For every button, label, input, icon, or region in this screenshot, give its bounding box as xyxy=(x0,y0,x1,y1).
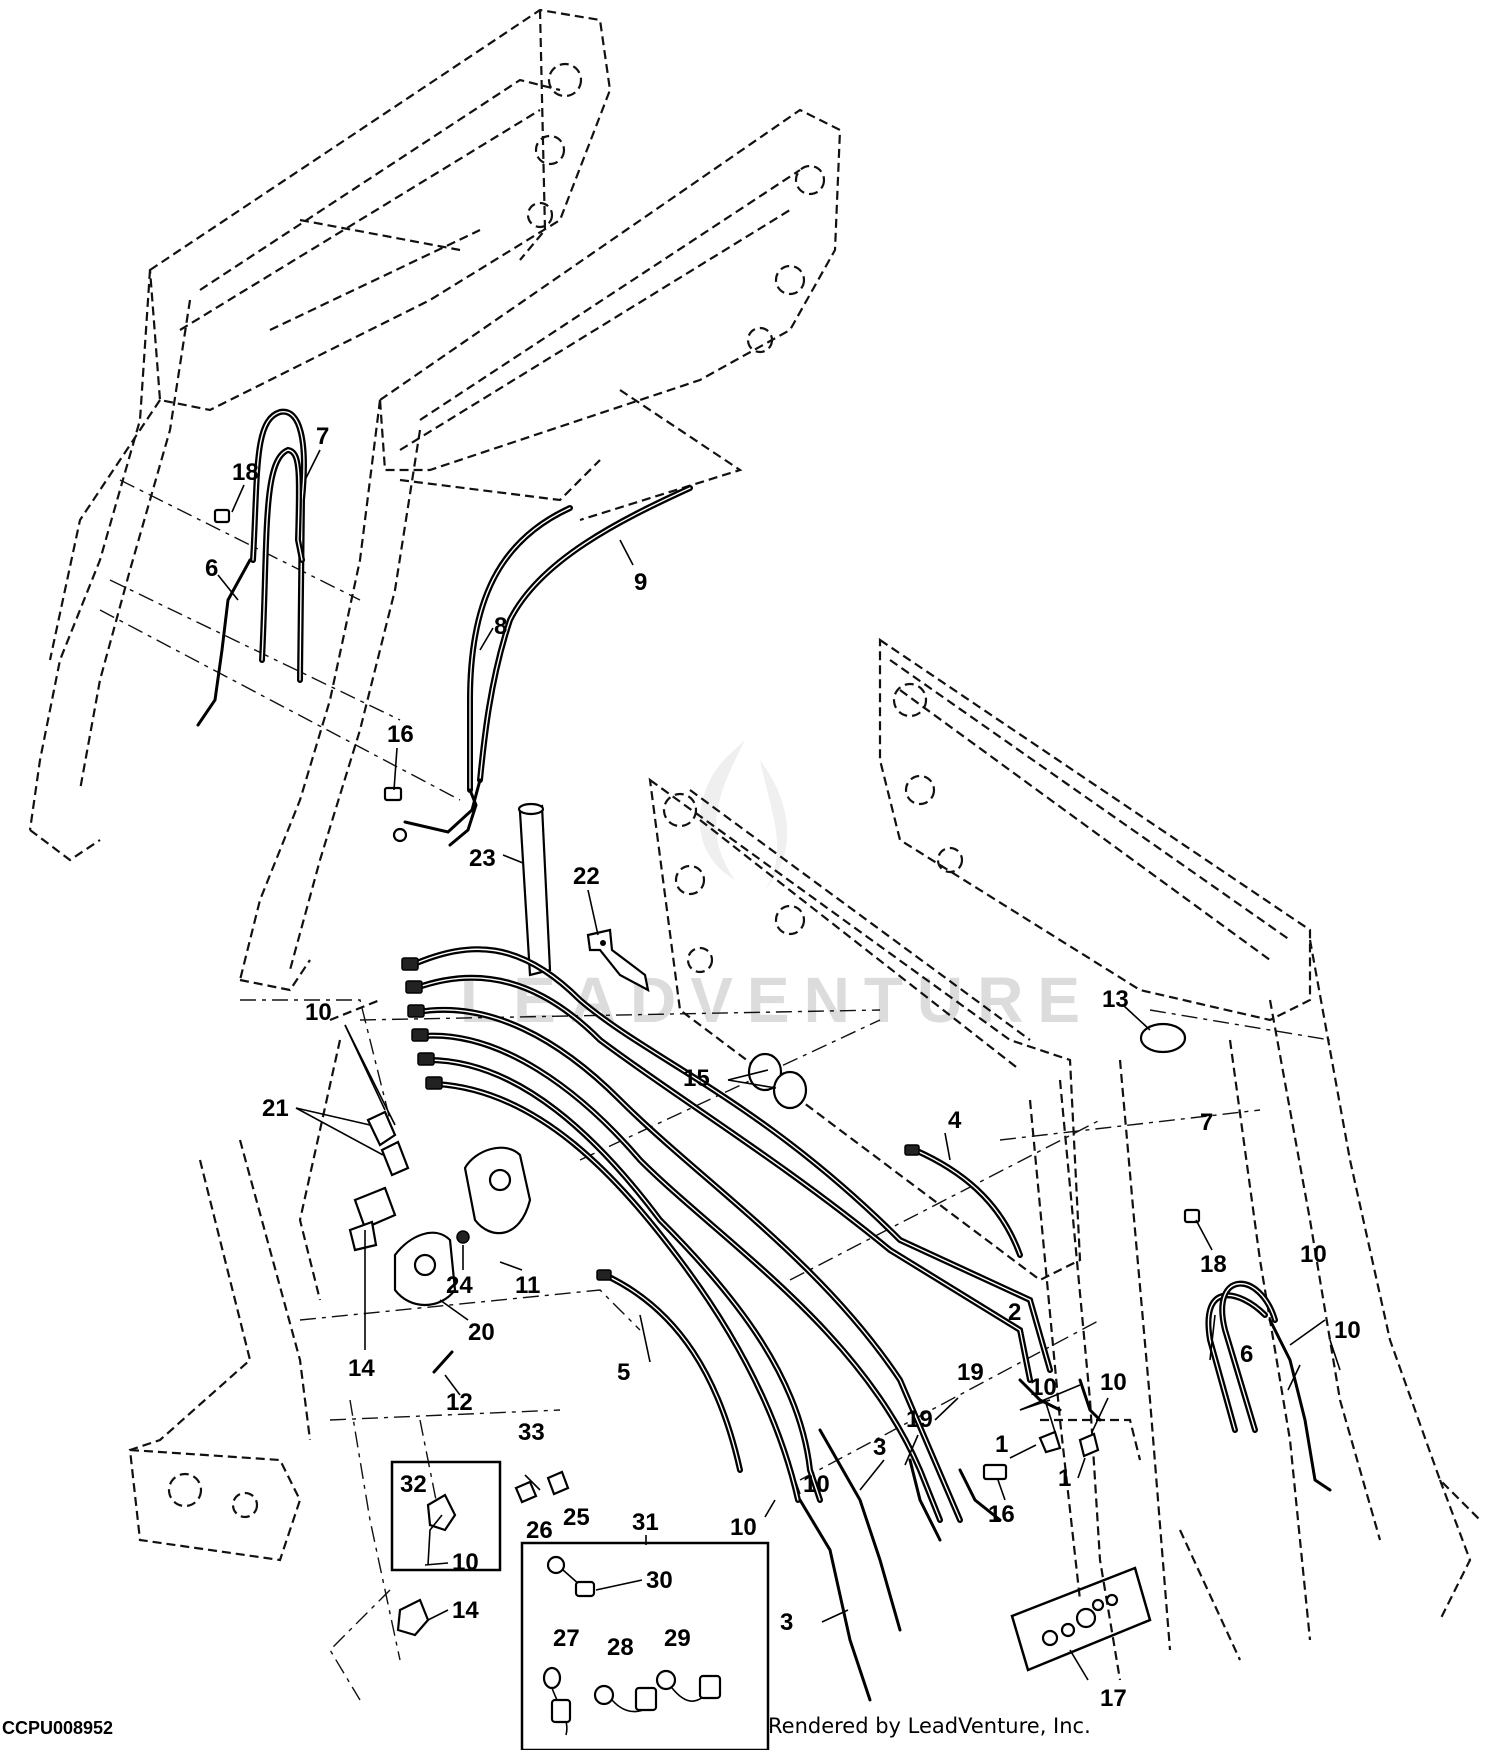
callout-23: 23 xyxy=(469,845,496,872)
callout-10-d: 10 xyxy=(1030,1374,1057,1401)
callout-17: 17 xyxy=(1100,1685,1127,1712)
callout-16-upper: 16 xyxy=(387,721,414,748)
hose-bundle xyxy=(409,946,1053,1523)
hose-7-upper xyxy=(250,408,307,683)
tube-6-upper xyxy=(196,558,252,727)
callout-10-h: 10 xyxy=(452,1549,479,1576)
callout-22: 22 xyxy=(573,863,600,890)
callout-labels: 7 18 6 8 9 16 23 22 10 21 13 15 4 24 11 … xyxy=(205,423,1361,1712)
reference-lines xyxy=(99,479,1331,1701)
hose-7-lower xyxy=(1205,1280,1332,1492)
callout-5: 5 xyxy=(617,1359,630,1386)
callout-33: 33 xyxy=(518,1419,545,1446)
valve-14-upper xyxy=(348,1186,397,1252)
callout-11: 11 xyxy=(515,1272,540,1299)
fitting-18-upper xyxy=(213,508,231,524)
callout-24: 24 xyxy=(446,1272,473,1299)
tube-3 xyxy=(798,1428,902,1702)
dust-caps xyxy=(542,1555,722,1736)
callout-1-b: 1 xyxy=(1058,1465,1071,1492)
callout-12: 12 xyxy=(446,1389,473,1416)
fitting-16-lower xyxy=(982,1463,1008,1481)
callout-13: 13 xyxy=(1102,986,1129,1013)
callout-29: 29 xyxy=(664,1625,691,1652)
fitting-24 xyxy=(456,1230,470,1244)
loader-frame-lower-right xyxy=(878,637,1481,1661)
callout-6-upper: 6 xyxy=(205,555,218,582)
leader-lines xyxy=(217,449,1341,1681)
callout-18-upper: 18 xyxy=(232,459,259,486)
callout-15: 15 xyxy=(683,1065,710,1092)
fitting-18-lower xyxy=(1183,1208,1201,1224)
hose-9 xyxy=(403,485,693,834)
tube-19 xyxy=(908,1458,1002,1542)
hose-8 xyxy=(448,505,573,847)
callout-3-a: 3 xyxy=(873,1434,886,1461)
fitting-32 xyxy=(426,1493,457,1532)
loader-frame-upper-left xyxy=(28,8,612,862)
pin-12 xyxy=(432,1350,454,1374)
callout-14-lower: 14 xyxy=(452,1597,479,1624)
loader-frame-lower-left xyxy=(128,998,381,1562)
callout-19-b: 19 xyxy=(906,1406,933,1433)
callout-10-e: 10 xyxy=(1100,1369,1127,1396)
valve-14-lower xyxy=(396,1598,430,1637)
bundle-end-fittings xyxy=(401,957,443,1090)
callout-32: 32 xyxy=(400,1471,427,1498)
callout-2: 2 xyxy=(1008,1299,1021,1326)
callout-3-b: 3 xyxy=(780,1609,793,1636)
callout-6-lower: 6 xyxy=(1240,1341,1253,1368)
callout-10-b: 10 xyxy=(1300,1241,1327,1268)
render-credit: Rendered by LeadVenture, Inc. xyxy=(768,1714,1091,1738)
callout-27: 27 xyxy=(553,1625,580,1652)
callout-4: 4 xyxy=(948,1107,962,1134)
callout-20: 20 xyxy=(468,1319,495,1346)
diagram-id-label: CCPU008952 xyxy=(2,1718,114,1738)
hose-4 xyxy=(904,1144,1023,1258)
tube-2 xyxy=(1018,1378,1102,1422)
group-box-31 xyxy=(520,1541,770,1750)
callout-10-f: 10 xyxy=(803,1471,830,1498)
bracket-11 xyxy=(463,1146,532,1235)
bracket-20 xyxy=(393,1231,457,1306)
callout-14-upper: 14 xyxy=(348,1355,375,1382)
clamp-13 xyxy=(1139,1022,1187,1054)
callout-9: 9 xyxy=(634,569,647,596)
callout-18-lower: 18 xyxy=(1200,1251,1227,1278)
fittings-25-26 xyxy=(514,1470,570,1504)
pipe-23 xyxy=(517,802,552,977)
callout-25: 25 xyxy=(563,1504,590,1531)
fitting-16-upper xyxy=(383,786,408,843)
callout-26: 26 xyxy=(526,1517,553,1544)
callout-10-a: 10 xyxy=(305,999,332,1026)
loader-frame-lower-center xyxy=(648,777,1142,1681)
seal-kit-17 xyxy=(1010,1566,1152,1672)
callout-10-g: 10 xyxy=(730,1514,757,1541)
fittings-1 xyxy=(1038,1430,1100,1458)
callout-30: 30 xyxy=(646,1567,673,1594)
couplers-21 xyxy=(366,1110,410,1177)
hose-5 xyxy=(596,1269,743,1473)
callout-21: 21 xyxy=(262,1095,289,1122)
bracket-22 xyxy=(586,928,650,993)
callout-1-a: 1 xyxy=(995,1431,1008,1458)
callout-8: 8 xyxy=(494,613,507,640)
group-box-33 xyxy=(390,1460,502,1572)
watermark-logo xyxy=(699,740,788,890)
callout-7-lower: 7 xyxy=(1200,1109,1213,1136)
callout-7-upper: 7 xyxy=(316,423,329,450)
callout-10-c: 10 xyxy=(1334,1317,1361,1344)
loader-frame-upper-center xyxy=(238,108,842,992)
clamps-15 xyxy=(747,1052,808,1110)
callout-16-lower: 16 xyxy=(988,1501,1015,1528)
callout-31: 31 xyxy=(632,1509,659,1536)
callout-28: 28 xyxy=(607,1634,634,1661)
callout-19-a: 19 xyxy=(957,1359,984,1386)
